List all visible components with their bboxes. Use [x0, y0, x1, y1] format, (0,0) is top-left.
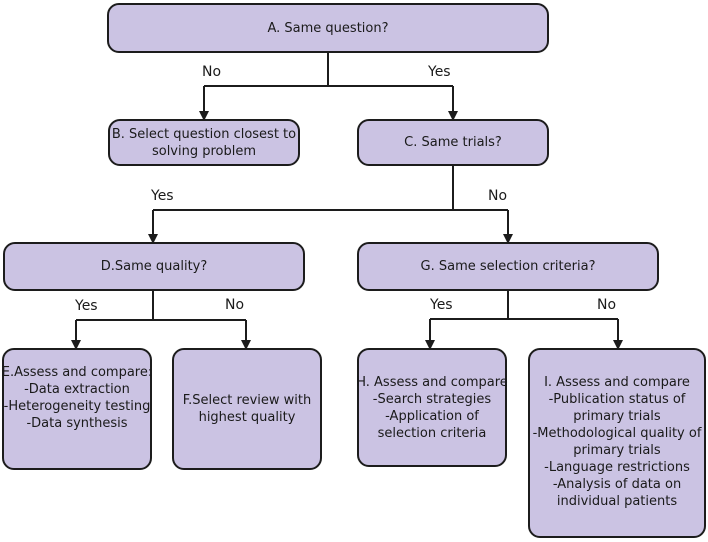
node-i-assess-compare: I. Assess and compare -Publication statu… [528, 348, 706, 538]
node-d-same-quality: D.Same quality? [3, 242, 305, 291]
node-g-text: G. Same selection criteria? [420, 259, 596, 274]
branch-label-a-yes: Yes [428, 64, 451, 80]
node-h-assess-compare: H. Assess and compare -Search strategies… [356, 348, 508, 467]
node-c-same-trials: C. Same trials? [357, 119, 549, 166]
node-i-line-7: -Analysis of data on [552, 477, 682, 492]
node-f-line-1: F.Select review with [182, 393, 312, 408]
node-h-line-1: H. Assess and compare [356, 375, 508, 390]
node-h-line-4: selection criteria [377, 426, 487, 441]
node-g-same-selection-criteria: G. Same selection criteria? [357, 242, 659, 291]
node-i-line-6: -Language restrictions [544, 460, 690, 475]
node-d-text: D.Same quality? [100, 259, 208, 274]
node-b-line-1: B. Select question closest to [111, 126, 297, 142]
node-i-line-4: -Methodological quality of [532, 426, 702, 441]
node-e-line-3: -Heterogeneity testing [3, 399, 151, 414]
branch-label-d-no: No [225, 297, 245, 313]
node-h-line-3: -Application of [385, 409, 479, 424]
node-h-line-2: -Search strategies [372, 392, 492, 407]
node-a-text: A. Same question? [267, 20, 389, 36]
branch-label-d-yes: Yes [75, 298, 98, 314]
node-i-line-1: I. Assess and compare [544, 375, 690, 390]
node-b-select-question: B. Select question closest to solving pr… [108, 119, 300, 166]
branch-label-g-no: No [597, 297, 617, 313]
node-f-line-2: highest quality [198, 410, 296, 425]
node-i-line-3: primary trials [573, 409, 661, 424]
node-i-line-5: primary trials [573, 443, 661, 458]
node-e-assess-compare: E.Assess and compare: -Data extraction -… [2, 348, 152, 470]
node-e-line-1: E.Assess and compare: [1, 365, 153, 380]
branch-label-a-no: No [202, 64, 222, 80]
node-i-line-2: -Publication status of [548, 392, 686, 407]
node-b-line-2: solving problem [151, 143, 257, 159]
branch-label-c-yes: Yes [151, 188, 174, 204]
node-c-text: C. Same trials? [404, 135, 502, 150]
node-i-line-8: individual patients [556, 494, 678, 509]
branch-label-c-no: No [488, 188, 508, 204]
branch-label-g-yes: Yes [430, 297, 453, 313]
node-e-line-4: -Data synthesis [26, 416, 128, 431]
node-f-select-review: F.Select review with highest quality [172, 348, 322, 470]
node-a-same-question: A. Same question? [107, 3, 549, 53]
node-e-line-2: -Data extraction [24, 382, 130, 397]
